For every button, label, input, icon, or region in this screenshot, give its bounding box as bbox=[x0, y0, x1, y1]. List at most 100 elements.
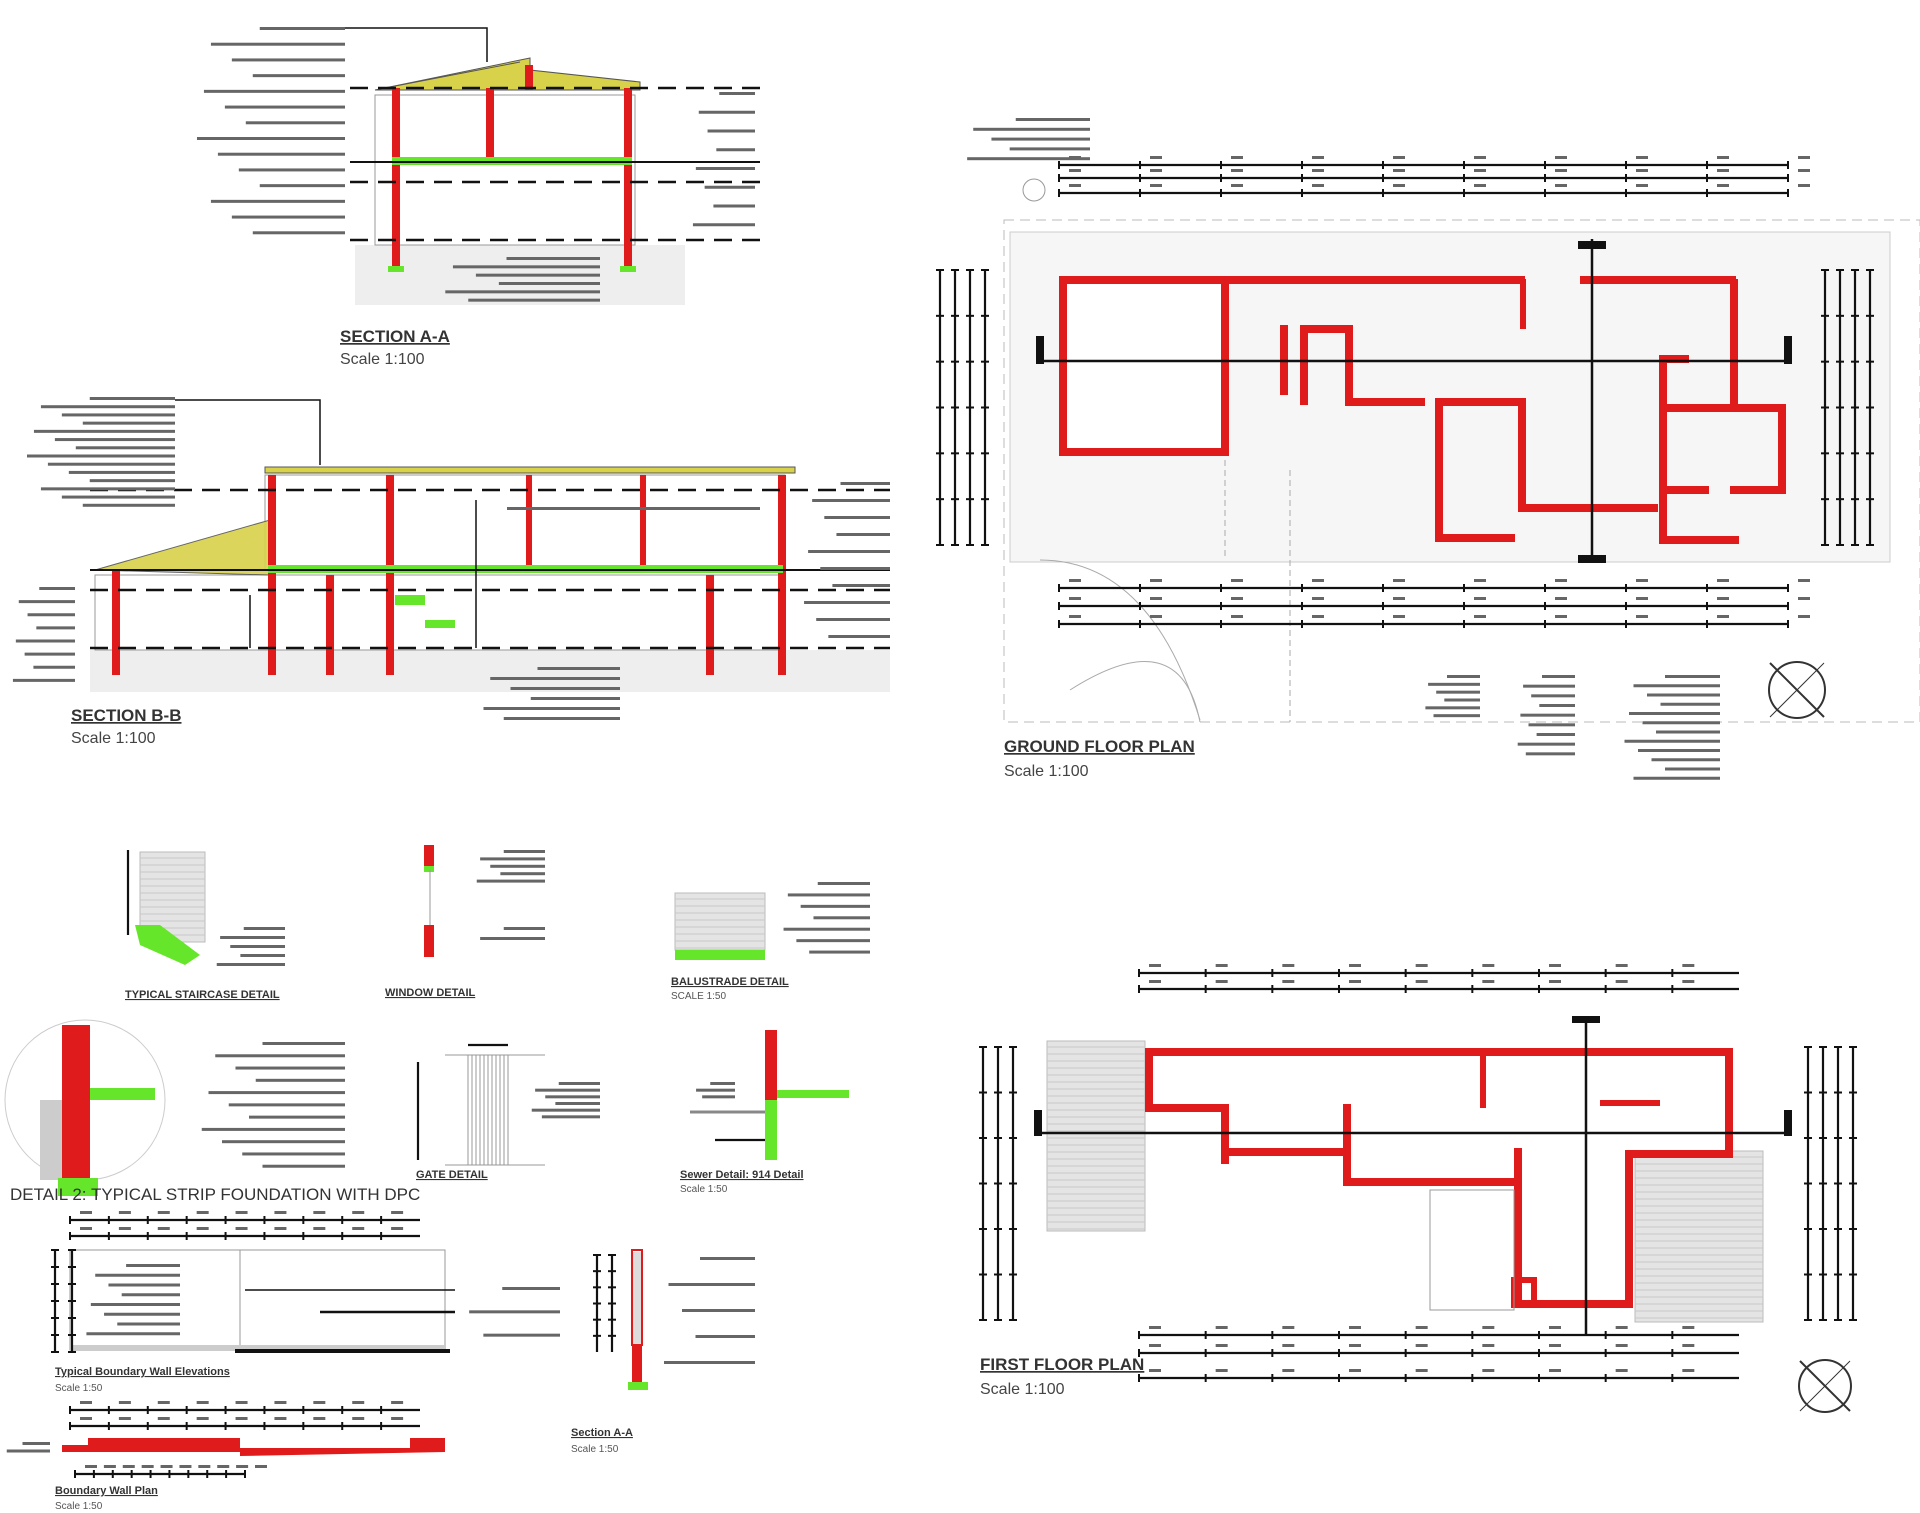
dimension-value bbox=[1150, 579, 1162, 582]
annotation-line bbox=[555, 1102, 600, 1105]
annotation-line bbox=[480, 937, 545, 940]
dimension-value bbox=[1555, 169, 1567, 172]
annotation-line bbox=[1651, 758, 1720, 762]
dimension-value bbox=[1282, 964, 1295, 967]
notes-text bbox=[1517, 675, 1575, 756]
annotation-line bbox=[1447, 675, 1480, 678]
dimension-value bbox=[274, 1227, 287, 1230]
dimension-value bbox=[313, 1401, 326, 1404]
annotation-line bbox=[82, 421, 175, 425]
annotation-line bbox=[1633, 776, 1720, 780]
dimension-value bbox=[1231, 597, 1243, 600]
annotation-line bbox=[1665, 675, 1720, 678]
dimension-value bbox=[1717, 615, 1729, 618]
annotation-line bbox=[1633, 684, 1720, 688]
notes-text bbox=[1425, 675, 1480, 718]
annotation-line bbox=[196, 137, 345, 140]
dimension-value bbox=[255, 1465, 267, 1468]
dimension-value bbox=[1282, 980, 1295, 983]
annotation-line bbox=[813, 916, 870, 920]
annotation-line bbox=[224, 105, 345, 109]
first-floor-plan-title: FIRST FLOOR PLAN bbox=[980, 1355, 1144, 1374]
dimension-value bbox=[1549, 964, 1561, 967]
dimension-value bbox=[235, 1401, 248, 1404]
annotation-line bbox=[240, 954, 285, 957]
annotation-text bbox=[804, 482, 890, 638]
dimension-value bbox=[1482, 1326, 1495, 1329]
annotation-line bbox=[695, 1335, 755, 1338]
boundary-wall-plan-title: Boundary Wall Plan bbox=[55, 1485, 158, 1497]
column bbox=[624, 88, 632, 268]
dimension-value bbox=[1282, 1326, 1295, 1329]
annotation-line bbox=[1523, 684, 1575, 688]
dimension-value bbox=[391, 1211, 404, 1214]
annotation-line bbox=[24, 652, 75, 656]
dimension-value bbox=[313, 1417, 326, 1420]
annotation-line bbox=[1528, 723, 1575, 727]
dimension-value bbox=[157, 1227, 170, 1230]
dimension-value bbox=[1474, 615, 1486, 618]
annotation-line bbox=[502, 1287, 560, 1290]
annotation-line bbox=[86, 1332, 180, 1336]
annotation-line bbox=[1629, 712, 1720, 715]
dimension-value bbox=[1215, 964, 1228, 967]
dimension-value bbox=[1349, 1369, 1361, 1372]
dimension-value bbox=[1231, 156, 1243, 159]
annotation-line bbox=[483, 707, 620, 710]
annotation-line bbox=[89, 479, 175, 483]
dimension-value bbox=[179, 1465, 192, 1468]
dimension-value bbox=[1482, 980, 1495, 983]
annotation-line bbox=[126, 1264, 180, 1267]
annotation-line bbox=[22, 1442, 50, 1445]
annotation-text bbox=[692, 92, 755, 227]
dimension-value bbox=[1682, 980, 1695, 983]
annotation-line bbox=[210, 42, 345, 46]
annotation-line bbox=[54, 438, 175, 442]
dimension-value bbox=[1482, 1344, 1495, 1347]
column bbox=[486, 88, 494, 163]
ground-floor-plan-title: GROUND FLOOR PLAN bbox=[1004, 737, 1195, 756]
annotation-line bbox=[1542, 675, 1575, 678]
section-bb-drawing: SECTION B-B Scale 1:100 bbox=[12, 397, 890, 747]
dimension-value bbox=[80, 1401, 92, 1404]
annotation-line bbox=[121, 1293, 180, 1297]
annotation-line bbox=[817, 882, 870, 885]
section-aa-scale: Scale 1:100 bbox=[340, 351, 425, 368]
dimension-value bbox=[118, 1211, 131, 1214]
dimension-value bbox=[1798, 184, 1810, 187]
annotation-line bbox=[545, 1095, 600, 1099]
dimension-value bbox=[1636, 615, 1648, 618]
strip-foundation-detail-title: DETAIL 2: TYPICAL STRIP FOUNDATION WITH … bbox=[10, 1185, 420, 1204]
annotation-line bbox=[702, 1095, 735, 1099]
staircase-detail: TYPICAL STAIRCASE DETAIL bbox=[125, 850, 285, 1001]
columns bbox=[112, 475, 786, 675]
strip-foundation-detail: DETAIL 2: TYPICAL STRIP FOUNDATION WITH … bbox=[4, 1019, 420, 1204]
dimension-value bbox=[1415, 1326, 1428, 1329]
annotation-line bbox=[1638, 749, 1720, 752]
dimension-value bbox=[1717, 597, 1729, 600]
annotation-line bbox=[498, 282, 600, 285]
dimension-value bbox=[1415, 1369, 1428, 1372]
dimension-value bbox=[196, 1417, 209, 1420]
dimension-value bbox=[80, 1211, 92, 1214]
dimension-value bbox=[1149, 1326, 1161, 1329]
annotation-line bbox=[12, 678, 76, 682]
annotation-line bbox=[1539, 704, 1575, 707]
annotation-line bbox=[490, 677, 620, 680]
dimension-value bbox=[1150, 597, 1162, 600]
annotation-line bbox=[541, 1115, 600, 1119]
annotation-text bbox=[196, 27, 345, 235]
dimension-value bbox=[1150, 615, 1162, 618]
staircase-detail-title: TYPICAL STAIRCASE DETAIL bbox=[125, 989, 280, 1001]
dimension-lines bbox=[69, 1401, 420, 1478]
annotation-line bbox=[208, 1091, 345, 1095]
annotation-line bbox=[704, 185, 755, 189]
dimension-value bbox=[1393, 184, 1405, 187]
annotation-line bbox=[33, 429, 176, 433]
dimension-value bbox=[1555, 579, 1567, 582]
annotation-line bbox=[710, 1082, 735, 1085]
dimension-value bbox=[1717, 169, 1729, 172]
dimension-value bbox=[1474, 597, 1486, 600]
annotation-line bbox=[27, 613, 75, 617]
